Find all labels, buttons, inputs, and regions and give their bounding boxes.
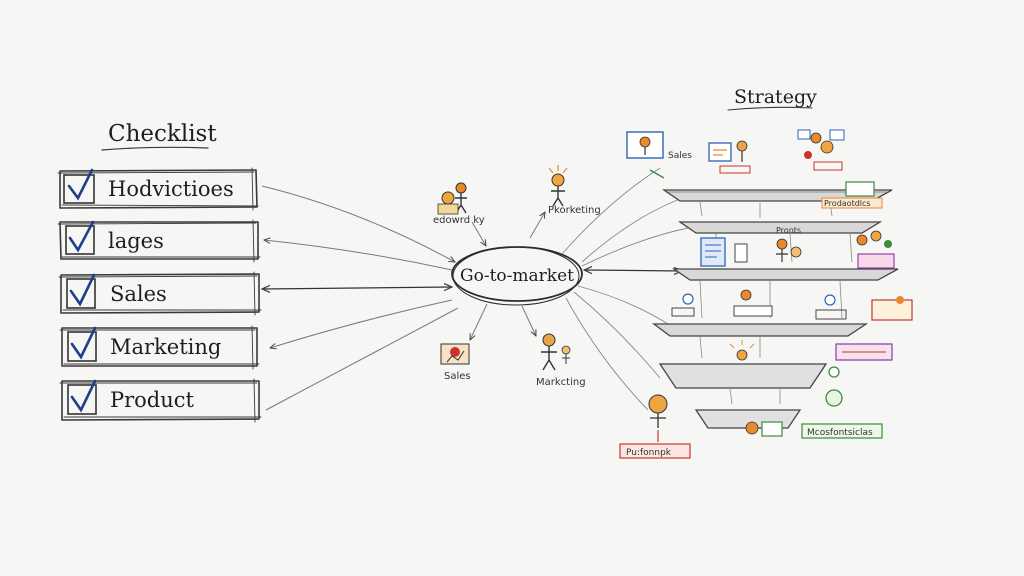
satellite-sales: Sales [440,343,471,382]
checklist-item: Marketing [59,325,260,370]
gear-icon [825,366,843,407]
person-icon [541,333,571,371]
satellite-label: Pkorketing [548,205,601,216]
satellite-label: edowrd ky [433,215,485,226]
person-icon [745,421,783,437]
checklist-title: Checklist [108,121,217,147]
team-icon [856,230,895,269]
checklist-item-label: Sales [110,282,167,306]
label-box: Mcosfontsiclas [801,423,883,439]
checklist-item: Product [59,378,262,423]
board-icon [821,181,883,209]
checkbox[interactable] [67,331,97,362]
checklist: Checklist Hodvictioes lages Sales [57,121,262,423]
satellite-connectors [470,212,545,340]
strategy-label: Prodaotdlcs [824,199,871,208]
strategy-title: Strategy [734,86,817,108]
satellite-pkorketing: Pkorketing [548,165,601,216]
strategy-label: Pronts [776,226,801,235]
satellite-label: Sales [444,371,471,382]
monitor-icon [626,131,664,159]
strategy-label: Pu:fonnpk [626,448,672,458]
checklist-item-label: Product [110,388,195,412]
person-icon [648,394,668,442]
strategy-label: Mcosfontsiclas [807,428,873,438]
satellite-label: Markcting [536,377,586,388]
strategy-layer [652,323,869,337]
checkbox[interactable] [67,384,97,415]
checklist-title-underline [101,146,209,151]
label-box: Pu:fonnpk [619,443,691,459]
check-icon [68,220,95,253]
checklist-item-label: Marketing [110,335,221,359]
strategy-layer [671,268,899,281]
strategy: Strategy [619,86,913,459]
presenter-icon [708,140,751,174]
checkbox[interactable] [65,225,95,255]
check-icon [67,168,94,201]
check-icon [70,379,97,413]
person-icon [776,238,802,262]
check-icon [70,326,97,360]
person-icon [671,293,695,317]
person-icon [437,182,467,215]
checklist-connectors [262,185,459,411]
satellite-markcting: Markcting [536,333,586,388]
board-icon [871,296,913,321]
document-icon [700,237,748,267]
team-icon [797,129,845,171]
checklist-item-label: lages [108,229,164,253]
board-icon [835,343,893,361]
check-icon [69,273,96,307]
satellite-edowrd: edowrd ky [433,182,485,226]
strategy-connectors [561,167,701,411]
strategy-layer [677,221,883,234]
checklist-item: Sales [58,271,262,316]
checklist-item: lages [57,219,261,263]
person-icon [733,289,773,317]
strategy-label: Sales [668,151,692,161]
chart-board-icon [440,343,470,365]
strategy-title-underline [727,106,813,111]
sun-icon [729,340,755,361]
person-icon [548,165,568,207]
checklist-item-label: Hodvictioes [108,177,234,201]
center-node-label: Go-to-market [460,266,574,286]
checklist-item: Hodvictioes [57,167,259,211]
checkbox[interactable] [66,278,96,309]
checkbox[interactable] [63,174,95,204]
center-node[interactable]: Go-to-market [451,246,583,306]
strategy-layer [658,363,828,389]
person-icon [815,294,847,320]
